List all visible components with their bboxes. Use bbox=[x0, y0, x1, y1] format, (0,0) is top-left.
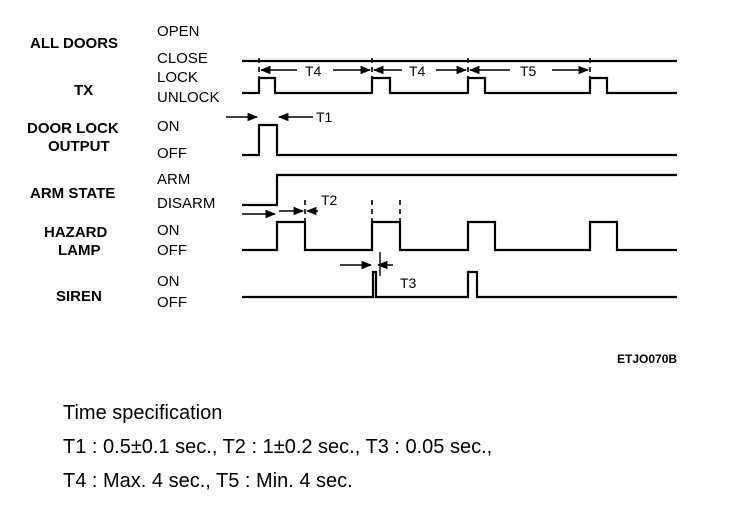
timing-label-t3: T3 bbox=[400, 275, 417, 291]
waveform-door-lock-output bbox=[242, 123, 677, 157]
spec-line-2: T4 : Max. 4 sec., T5 : Min. 4 sec. bbox=[63, 470, 353, 492]
waveform-arm-state bbox=[242, 173, 677, 207]
signal-label-door-lock: DOOR LOCK bbox=[27, 120, 119, 137]
signal-label-lamp: LAMP bbox=[58, 242, 101, 259]
timing-label-t4-second: T4 bbox=[409, 63, 426, 79]
state-siren-on: ON bbox=[157, 273, 180, 290]
state-hazard-on: ON bbox=[157, 222, 180, 239]
state-disarm: DISARM bbox=[157, 195, 215, 212]
signal-label-arm-state: ARM STATE bbox=[30, 185, 115, 202]
timing-label-t5: T5 bbox=[520, 63, 537, 79]
signal-label-all-doors: ALL DOORS bbox=[30, 35, 118, 52]
spec-title: Time specification bbox=[63, 402, 223, 424]
waveform-tx bbox=[242, 76, 677, 95]
state-close: CLOSE bbox=[157, 50, 208, 67]
signal-label-siren: SIREN bbox=[56, 288, 102, 305]
state-unlock: UNLOCK bbox=[157, 89, 220, 106]
waveform-hazard-lamp bbox=[242, 220, 677, 252]
signal-label-tx: TX bbox=[74, 82, 93, 99]
state-hazard-off: OFF bbox=[157, 242, 187, 259]
signal-label-door-lock-output: OUTPUT bbox=[48, 138, 110, 155]
state-open: OPEN bbox=[157, 23, 200, 40]
state-door-lock-on: ON bbox=[157, 118, 180, 135]
signal-label-hazard: HAZARD bbox=[44, 224, 107, 241]
figure-code: ETJO070B bbox=[617, 352, 677, 366]
state-arm: ARM bbox=[157, 171, 190, 188]
timing-label-t4: T4 bbox=[305, 63, 322, 79]
timing-label-t1: T1 bbox=[316, 109, 333, 125]
timing-label-t2: T2 bbox=[321, 192, 338, 208]
state-siren-off: OFF bbox=[157, 294, 187, 311]
waveform-siren bbox=[242, 270, 677, 299]
state-door-lock-off: OFF bbox=[157, 145, 187, 162]
spec-line-1: T1 : 0.5±0.1 sec., T2 : 1±0.2 sec., T3 :… bbox=[63, 436, 493, 458]
state-lock: LOCK bbox=[157, 69, 198, 86]
